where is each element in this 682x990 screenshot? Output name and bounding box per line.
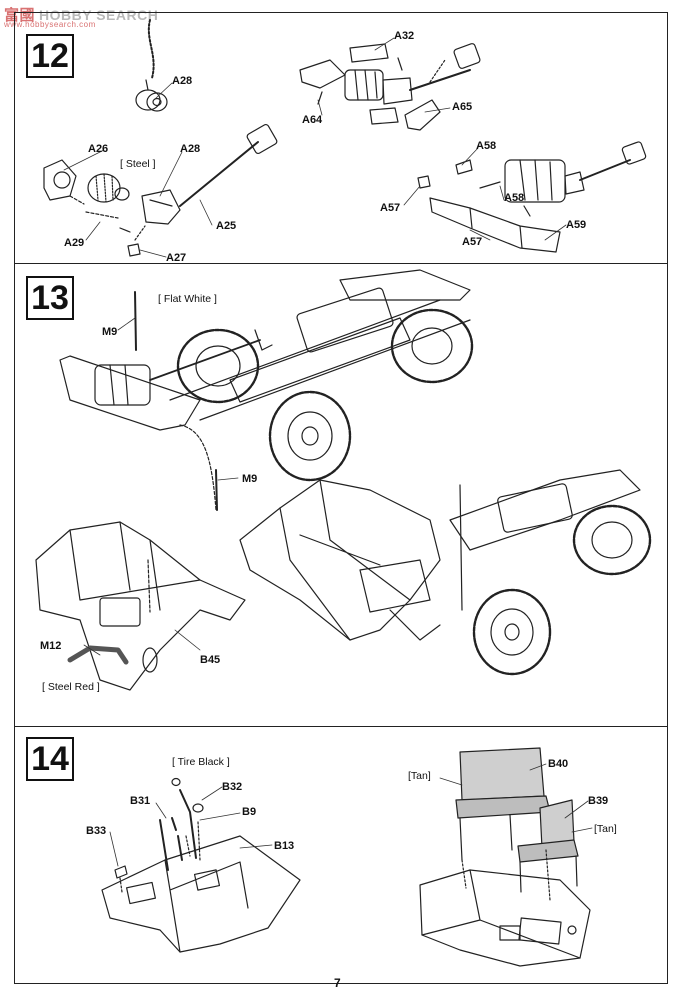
paint-note: [ Flat White ] [158,293,217,305]
callout-leaders [64,38,592,866]
part-label: A59 [566,219,587,231]
step14-illustration [102,748,590,966]
part-label: B33 [86,825,107,837]
part-label: A57 [380,202,401,214]
part-label: M12 [40,640,62,652]
step-divider-13-14 [14,726,668,727]
part-label: B39 [588,795,609,807]
part-label: M9 [242,473,258,485]
step13-illustration [36,270,650,690]
paint-note: [ Steel ] [120,158,156,170]
part-label: A32 [394,30,415,42]
watermark: 富國 HOBBY SEARCH www.hobbysearch.com [4,4,159,29]
step-14-number: 14 [26,737,74,781]
step-divider-12-13 [14,263,668,264]
part-label: B9 [242,806,257,818]
part-label: B13 [274,840,295,852]
part-label: A27 [166,252,187,264]
watermark-cn: 富國 [4,7,36,24]
part-label: A57 [462,236,483,248]
part-label: B32 [222,781,243,793]
paint-note: [ Steel Red ] [42,681,100,693]
paint-note: [ Tire Black ] [172,756,230,768]
part-label: B40 [548,758,569,770]
part-label: B45 [200,654,221,666]
part-label: A25 [216,220,237,232]
part-label: A28 [172,75,193,87]
part-label: A26 [88,143,109,155]
part-label: B31 [130,795,151,807]
part-label: A29 [64,237,85,249]
page-number: 7 [334,976,341,990]
page-frame [14,12,668,984]
part-label: A28 [180,143,201,155]
watermark-text: HOBBY SEARCH [39,7,159,23]
part-label: A58 [504,192,525,204]
watermark-url: www.hobbysearch.com [4,20,96,29]
part-label: A58 [476,140,497,152]
paint-note: [Tan] [594,823,617,835]
part-label: M9 [102,326,118,338]
paint-note: [Tan] [408,770,431,782]
step-12-number: 12 [26,34,74,78]
part-label: A64 [302,114,323,126]
step-13-number: 13 [26,276,74,320]
step12-illustration [44,20,646,256]
part-label: A65 [452,101,473,113]
